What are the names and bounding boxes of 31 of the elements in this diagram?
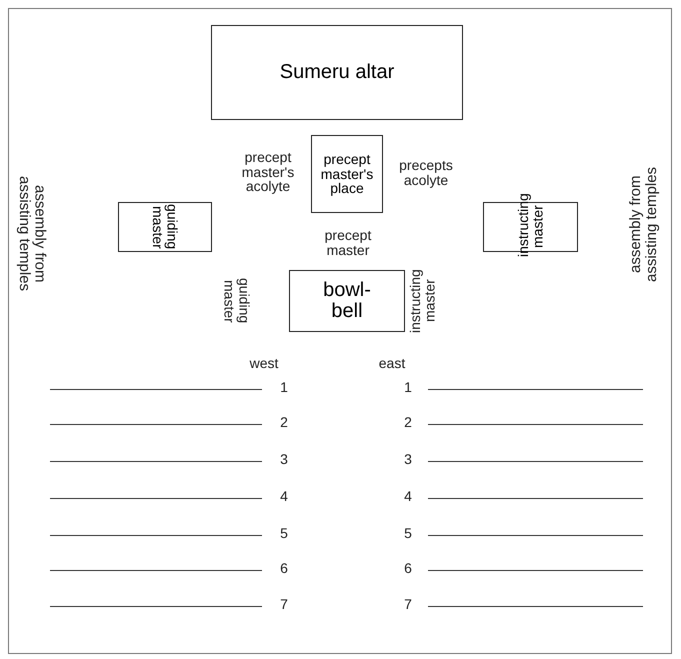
row-number: 5	[279, 526, 289, 541]
seat-box	[118, 202, 212, 252]
seat-label: assembly from assisting temples	[628, 165, 660, 283]
row-number: 4	[403, 489, 413, 504]
row-number: 4	[279, 489, 289, 504]
row-number: 7	[279, 597, 289, 612]
seat-label: precepts acolyte	[398, 158, 454, 188]
seat-label: precept master's acolyte	[240, 150, 296, 194]
row-number: 2	[279, 415, 289, 430]
seat-label: instructing master	[408, 268, 438, 335]
seat-label: assembly from assisting temples	[16, 175, 48, 293]
seat-box	[311, 135, 383, 213]
seat-label: precept master's place	[320, 152, 374, 196]
row-number: 2	[403, 415, 413, 430]
seat-label: guiding master	[222, 277, 252, 326]
row-number: 1	[403, 380, 413, 395]
seat-box	[289, 270, 405, 332]
seat-box	[211, 25, 463, 120]
seat-label: guiding master	[150, 203, 180, 252]
row-number: 3	[403, 452, 413, 467]
row-number: 5	[403, 526, 413, 541]
side-label: west	[248, 356, 280, 371]
row-number: 3	[279, 452, 289, 467]
side-label: east	[378, 356, 406, 371]
row-number: 6	[403, 561, 413, 576]
seat-label: precept master	[324, 228, 372, 258]
seat-label: bowl-bell	[322, 280, 372, 322]
row-number: 1	[279, 380, 289, 395]
row-number: 7	[403, 597, 413, 612]
seat-label: Sumeru altar	[280, 62, 394, 83]
row-number: 6	[279, 561, 289, 576]
